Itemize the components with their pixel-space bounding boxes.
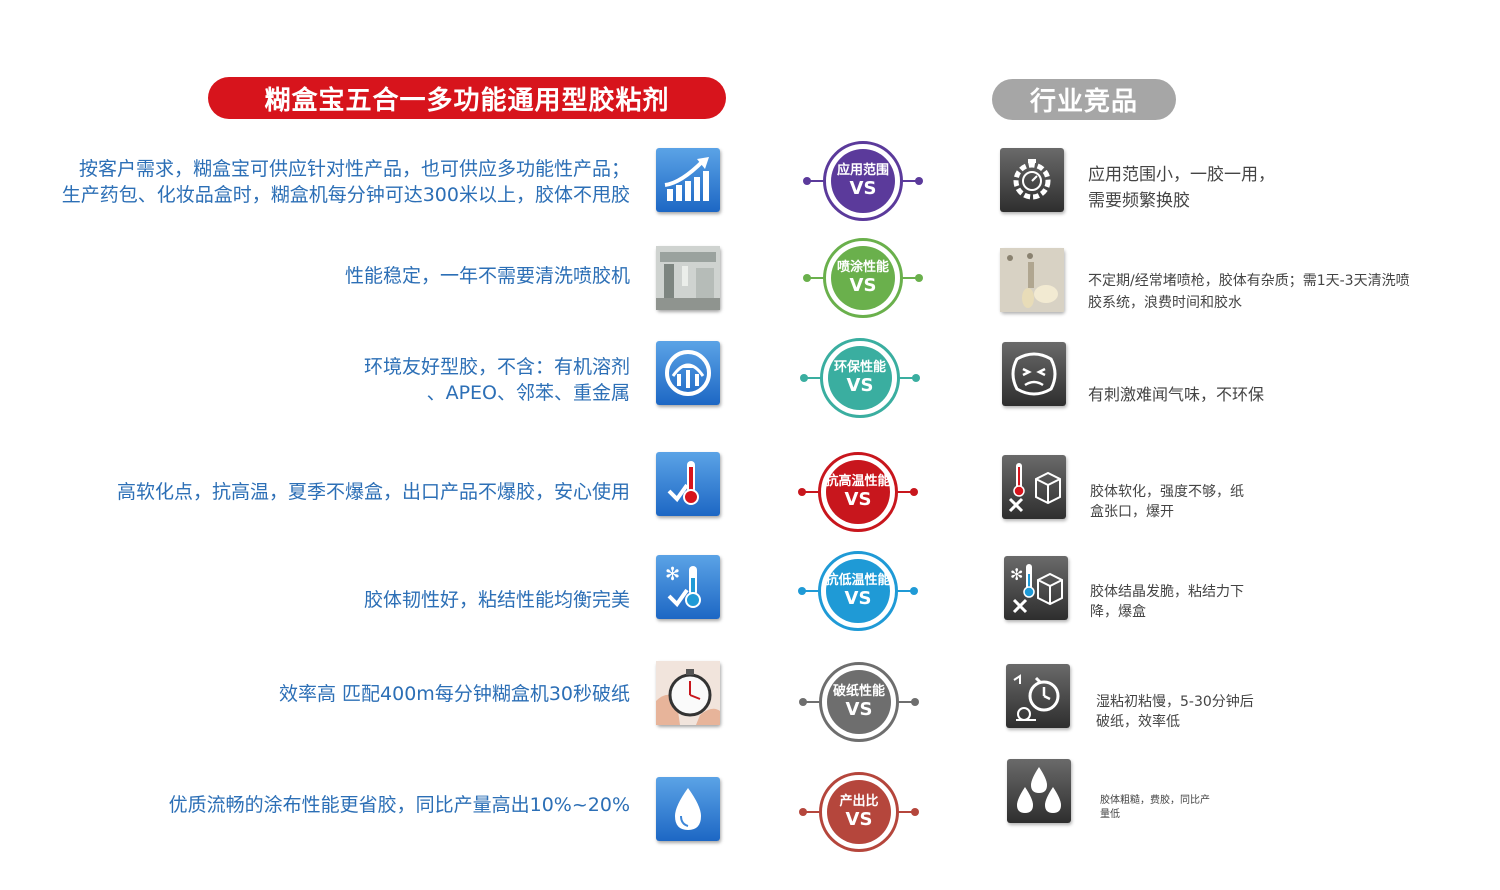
row6-right-text: 湿粘初粘慢，5-30分钟后 破纸，效率低 [1096,692,1254,732]
row4-right-text: 胶体软化，强度不够，纸 盒张口，爆开 [1090,482,1244,522]
thermometer-check-icon [656,452,720,516]
right-title: 行业竞品 [1029,87,1138,117]
row6-right-line2: 破纸，效率低 [1096,714,1180,730]
row5-vs-text: VS [844,588,872,609]
row4-left-line1: 高软化点，抗高温，夏季不爆盒，出口产品不爆胶，安心使用 [116,481,630,503]
row1-left-line1: 按客户需求，糊盒宝可供应针对性产品，也可供应多功能性产品； [78,158,630,180]
row4-vs-text: VS [844,489,872,510]
row2-left-text: 性能稳定，一年不需要清洗喷胶机 [345,263,630,289]
row1-right-line2: 需要频繁换胶 [1088,191,1190,211]
svg-text:✻: ✻ [665,564,680,585]
row3-left-line1: 环境友好型胶，不含：有机溶剂 [363,356,630,378]
eco-leaf-icon [656,341,720,405]
left-title: 糊盒宝五合一多功能通用型胶粘剂 [264,85,670,116]
row1-right-text: 应用范围小，一胶一用， 需要频繁换胶 [1088,162,1275,214]
row3-right-line1: 有刺激难闻气味，不环保 [1088,385,1265,404]
row5-right-text: 胶体结晶发脆，粘结力下 降，爆盒 [1090,582,1244,622]
row3-vs-badge: 环保性能 VS [800,338,920,418]
sad-face-icon [1002,342,1066,406]
row4-right-line1: 胶体软化，强度不够，纸 [1090,484,1244,500]
row1-left-line2: 生产药包、化妆品盒时，糊盒机每分钟可达300米以上，胶体不甩胶 [61,184,630,206]
row7-left-line1: 优质流畅的涂布性能更省胶，同比产量高出10%~20% [168,794,630,816]
snowflake-thermometer-icon: ✻ [656,555,720,619]
row3-left-text: 环境友好型胶，不含：有机溶剂 、APEO、邻苯、重金属 [364,354,630,406]
row7-left-text: 优质流畅的涂布性能更省胶，同比产量高出10%~20% [169,792,630,818]
row6-left-line1: 效率高 匹配400m每分钟糊盒机30秒破纸 [279,683,630,705]
row3-left-line2: 、APEO、邻苯、重金属 [426,382,630,404]
row1-right-line1: 应用范围小，一胶一用， [1088,165,1275,185]
stopwatch-photo-icon [656,661,720,725]
gear-timer-icon [1000,148,1064,212]
clogged-nozzle-photo-icon [1000,248,1064,312]
machine-photo-icon [656,246,720,310]
row4-vs-label: 抗高温性能 [825,474,891,489]
row2-vs-text: VS [849,275,877,296]
row4-right-line2: 盒张口，爆开 [1090,504,1174,520]
row5-right-line1: 胶体结晶发脆，粘结力下 [1090,584,1244,600]
row7-vs-text: VS [845,809,873,830]
growth-chart-icon [656,148,720,212]
row7-right-line1: 胶体粗糙，费胶，同比产 [1100,795,1210,806]
row1-vs-badge: 应用范围 VS [803,141,923,221]
row7-right-line2: 量低 [1100,809,1120,820]
row2-right-line1: 不定期/经常堵喷枪，胶体有杂质；需1天-3天清洗喷 [1088,273,1410,289]
row6-left-text: 效率高 匹配400m每分钟糊盒机30秒破纸 [279,681,630,707]
row3-vs-label: 环保性能 [833,360,886,375]
right-title-banner: 行业竞品 [992,79,1176,120]
row3-vs-text: VS [846,375,874,396]
row5-left-text: 胶体韧性好，粘结性能均衡完美 [364,587,630,613]
svg-text:✻: ✻ [1010,565,1023,584]
row2-vs-label: 喷涂性能 [836,260,889,275]
snail-clock-icon [1006,664,1070,728]
row2-left-line1: 性能稳定，一年不需要清洗喷胶机 [344,265,630,287]
row2-vs-badge: 喷涂性能 VS [803,238,923,318]
water-drop-icon [656,777,720,841]
left-title-banner: 糊盒宝五合一多功能通用型胶粘剂 [208,77,726,119]
row2-right-line2: 胶系统，浪费时间和胶水 [1088,295,1242,311]
row5-vs-label: 抗低温性能 [825,573,891,588]
row2-right-text: 不定期/经常堵喷枪，胶体有杂质；需1天-3天清洗喷 胶系统，浪费时间和胶水 [1088,270,1410,314]
row1-vs-label: 应用范围 [836,163,889,178]
row6-right-line1: 湿粘初粘慢，5-30分钟后 [1096,694,1254,710]
row5-left-line1: 胶体韧性好，粘结性能均衡完美 [363,589,630,611]
row4-left-text: 高软化点，抗高温，夏季不爆盒，出口产品不爆胶，安心使用 [117,479,630,505]
row6-vs-label: 破纸性能 [832,684,885,699]
thermometer-box-x-icon [1002,455,1066,519]
row6-vs-badge: 破纸性能 VS [799,662,919,742]
row5-vs-badge: 抗低温性能 VS [798,551,918,631]
three-drops-icon [1007,759,1071,823]
row6-vs-text: VS [845,699,873,720]
row7-vs-label: 产出比 [839,794,879,809]
row7-right-text: 胶体粗糙，费胶，同比产 量低 [1100,794,1210,822]
row7-vs-badge: 产出比 VS [799,772,919,852]
row4-vs-badge: 抗高温性能 VS [798,452,918,532]
row1-vs-text: VS [849,178,877,199]
snowflake-box-x-icon: ✻ [1004,556,1068,620]
row1-left-text: 按客户需求，糊盒宝可供应针对性产品，也可供应多功能性产品； 生产药包、化妆品盒时… [62,156,630,208]
row3-right-text: 有刺激难闻气味，不环保 [1088,384,1264,406]
row5-right-line2: 降，爆盒 [1090,604,1146,620]
